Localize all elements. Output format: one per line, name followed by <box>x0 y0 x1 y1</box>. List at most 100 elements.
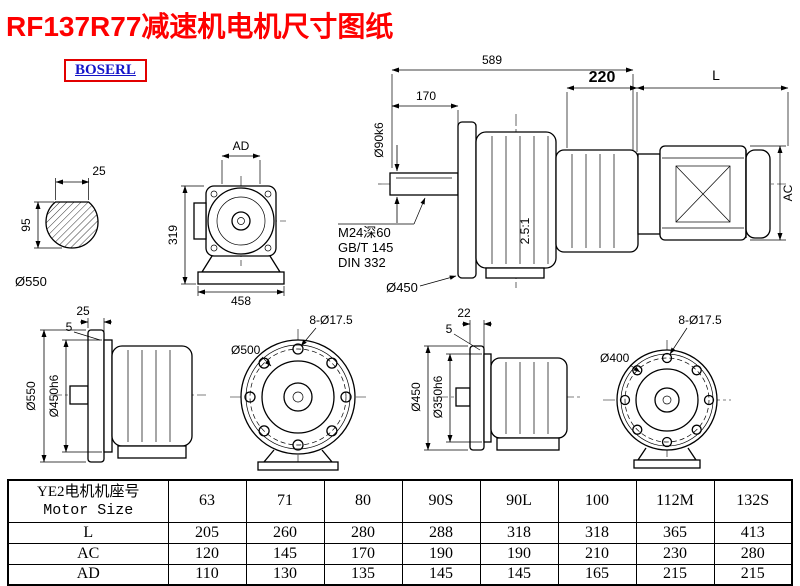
brand-logo: BOSERL <box>64 59 147 82</box>
size-column-header: 100 <box>557 479 637 523</box>
gearbox-front-body <box>205 185 277 257</box>
table-row-AC: AC 120 145 170 190 190 210 230 280 <box>7 542 793 565</box>
shaft-section-shape <box>45 201 99 249</box>
table-row-AD: AD 110 130 135 145 145 165 215 215 <box>7 563 793 586</box>
bolt-circle-large <box>249 348 347 446</box>
housing-side-small <box>490 357 568 439</box>
table-cell: 205 <box>167 521 247 544</box>
dim-ad: AD <box>233 139 250 153</box>
size-column-header: 80 <box>323 479 403 523</box>
motor-size-header-cell: YE2电机机座号 Motor Size <box>7 479 169 523</box>
housing-side-large <box>111 345 193 447</box>
table-header-row: YE2电机机座号 Motor Size 63 71 80 90S 90L 100… <box>7 479 793 523</box>
dim-shaft-dia: Ø90k6 <box>372 122 386 158</box>
view-reducer-side-small: 22 5 Ø450 Ø350h6 <box>409 306 580 451</box>
motor-fan-cowl <box>745 149 771 239</box>
table-cell: 145 <box>401 563 481 586</box>
table-cell: 288 <box>401 521 481 544</box>
size-column-header: 63 <box>167 479 247 523</box>
view-flange-front-small: 8-Ø17.5 Ø400 <box>600 313 731 469</box>
dim-spigot-450h6: Ø450h6 <box>47 374 61 417</box>
label-section-flange-dia: Ø550 <box>15 274 47 289</box>
header-cn: YE2电机机座号 <box>37 484 140 501</box>
table-cell: 318 <box>479 521 559 544</box>
dim-section-height: 95 <box>19 218 33 232</box>
label-taper: 2.5:1 <box>518 217 532 244</box>
dim-flange-thickness-22: 22 <box>457 306 471 320</box>
table-cell: 130 <box>245 563 325 586</box>
view-output-shaft-section: 25 95 Ø550 <box>15 164 106 289</box>
label-bolt-circle-500: Ø500 <box>231 343 261 357</box>
bearing-bore-circle <box>207 187 275 255</box>
bolt-circle-small <box>624 357 710 443</box>
dim-motor-length-L: L <box>712 67 720 83</box>
table-cell: 260 <box>245 521 325 544</box>
dim-flange-od-450: Ø450 <box>409 382 423 412</box>
flange-plate-large <box>87 329 105 463</box>
table-cell: 413 <box>713 521 793 544</box>
table-cell: 230 <box>635 542 715 565</box>
dim-shaft-length-170: 170 <box>416 89 436 103</box>
label-bolt-holes-small: 8-Ø17.5 <box>678 313 722 327</box>
size-column-header: 112M <box>635 479 715 523</box>
view-main-assembly: 589 170 Ø90k6 220 L AC M24深60 GB/T 145 D… <box>338 53 795 295</box>
dim-width-458: 458 <box>231 294 251 308</box>
motor-body <box>659 145 747 241</box>
gearbox-stage1-housing <box>475 131 557 269</box>
view-reducer-side-large: 25 5 Ø550 Ø450h6 <box>24 304 206 463</box>
label-bolt-circle-400: Ø400 <box>600 351 630 365</box>
dim-spigot-depth-5: 5 <box>66 320 73 334</box>
gearbox-stage2-housing <box>555 149 639 253</box>
dim-spigot-350h6: Ø350h6 <box>431 375 445 418</box>
page-title: RF137R77减速机电机尺寸图纸 <box>6 11 394 42</box>
table-cell: 215 <box>713 563 793 586</box>
dim-spigot-depth-5-small: 5 <box>446 322 453 336</box>
dim-flange-thickness-25: 25 <box>76 304 90 318</box>
output-shaft <box>389 172 459 196</box>
table-row-L: L 205 260 280 288 318 318 365 413 <box>7 521 793 544</box>
dim-flange-od-550: Ø550 <box>24 381 38 411</box>
table-cell: 165 <box>557 563 637 586</box>
label-bolt-holes-large: 8-Ø17.5 <box>309 313 353 327</box>
table-cell: 135 <box>323 563 403 586</box>
table-cell: 365 <box>635 521 715 544</box>
size-column-header: 90S <box>401 479 481 523</box>
table-cell: 170 <box>323 542 403 565</box>
table-cell: 145 <box>245 542 325 565</box>
view-gearbox-front-top: AD 319 458 <box>166 139 286 308</box>
label-tap-hole: M24深60 <box>338 225 391 240</box>
size-column-header: 71 <box>245 479 325 523</box>
technical-drawing: 25 95 Ø550 AD 319 458 <box>15 53 795 471</box>
header-en: Motor Size <box>43 502 134 520</box>
row-label-L: L <box>7 521 169 544</box>
motor-adapter <box>637 153 661 235</box>
dimension-table: YE2电机机座号 Motor Size 63 71 80 90S 90L 100… <box>7 479 793 586</box>
flange-plate-small <box>469 345 485 451</box>
table-cell: 190 <box>401 542 481 565</box>
flange-outer-circle-small <box>616 349 718 451</box>
dim-total-589: 589 <box>482 53 502 67</box>
table-cell: 215 <box>635 563 715 586</box>
row-label-AD: AD <box>7 563 169 586</box>
size-column-header: 90L <box>479 479 559 523</box>
dim-height-319: 319 <box>166 225 180 245</box>
row-label-AC: AC <box>7 542 169 565</box>
table-cell: 210 <box>557 542 637 565</box>
table-cell: 190 <box>479 542 559 565</box>
label-std-gbt: GB/T 145 <box>338 240 393 255</box>
flange-outer-circle-large <box>240 339 356 455</box>
dim-220: 220 <box>589 69 616 86</box>
dim-motor-ac: AC <box>781 184 795 201</box>
table-cell: 280 <box>713 542 793 565</box>
table-cell: 120 <box>167 542 247 565</box>
output-flange <box>457 121 477 279</box>
size-column-header: 132S <box>713 479 793 523</box>
dim-key-width: 25 <box>92 164 106 178</box>
table-cell: 145 <box>479 563 559 586</box>
table-cell: 110 <box>167 563 247 586</box>
label-main-flange-dia: Ø450 <box>386 280 418 295</box>
table-cell: 280 <box>323 521 403 544</box>
table-cell: 318 <box>557 521 637 544</box>
label-std-din: DIN 332 <box>338 255 386 270</box>
view-flange-front-large: 8-Ø17.5 Ø500 <box>230 313 366 471</box>
